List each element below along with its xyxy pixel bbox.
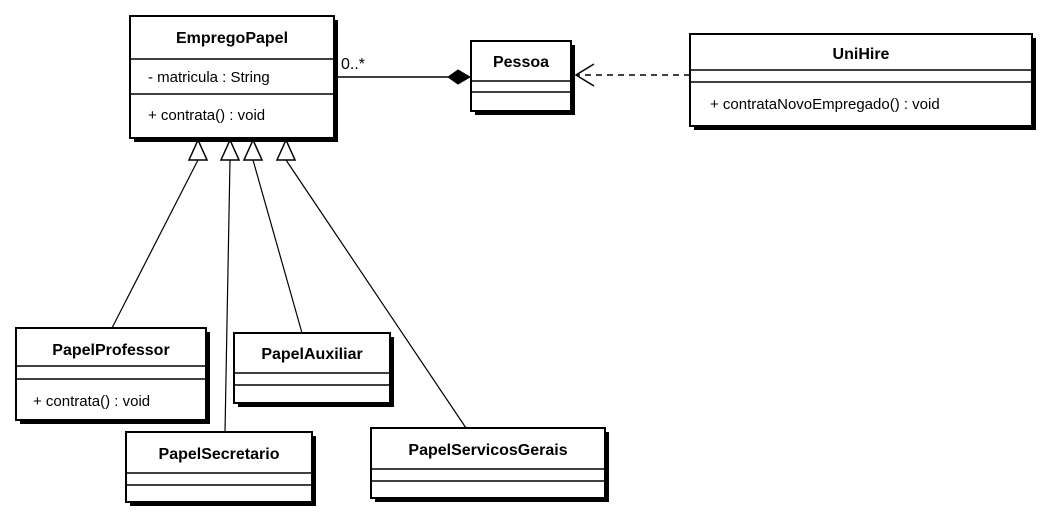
class-operation: + contrataNovoEmpregado() : void	[710, 96, 940, 113]
dependency-unihire-pessoa	[574, 63, 690, 87]
class-name: PapelServicosGerais	[408, 442, 567, 459]
class-operation: + contrata() : void	[33, 393, 150, 410]
generalization-professor	[111, 138, 209, 329]
class-papel-servicos-gerais[interactable]: PapelServicosGerais	[370, 427, 609, 502]
class-operation: + contrata() : void	[148, 107, 265, 124]
class-name: PapelSecretario	[159, 446, 280, 463]
class-name: Pessoa	[493, 54, 549, 71]
class-papel-professor[interactable]: PapelProfessor + contrata() : void	[15, 327, 210, 424]
class-papel-secretario[interactable]: PapelSecretario	[125, 431, 316, 506]
generalization-servicos-gerais	[275, 138, 467, 429]
class-emprego-papel[interactable]: EmpregoPapel - matricula : String + cont…	[129, 15, 338, 142]
class-name: PapelAuxiliar	[261, 346, 362, 363]
class-name: EmpregoPapel	[176, 30, 288, 47]
generalization-auxiliar	[242, 138, 303, 334]
generalization-secretario	[219, 138, 241, 433]
class-name: PapelProfessor	[52, 342, 169, 359]
composition-association: 0..*	[338, 56, 471, 85]
dependency-arrowhead	[574, 63, 595, 87]
composition-diamond	[447, 69, 471, 85]
composition-multiplicity: 0..*	[341, 56, 365, 73]
class-attribute: - matricula : String	[148, 69, 270, 86]
class-pessoa[interactable]: Pessoa	[470, 40, 575, 115]
class-unihire[interactable]: UniHire + contrataNovoEmpregado() : void	[689, 33, 1036, 130]
class-name: UniHire	[833, 46, 890, 63]
class-papel-auxiliar[interactable]: PapelAuxiliar	[233, 332, 394, 407]
